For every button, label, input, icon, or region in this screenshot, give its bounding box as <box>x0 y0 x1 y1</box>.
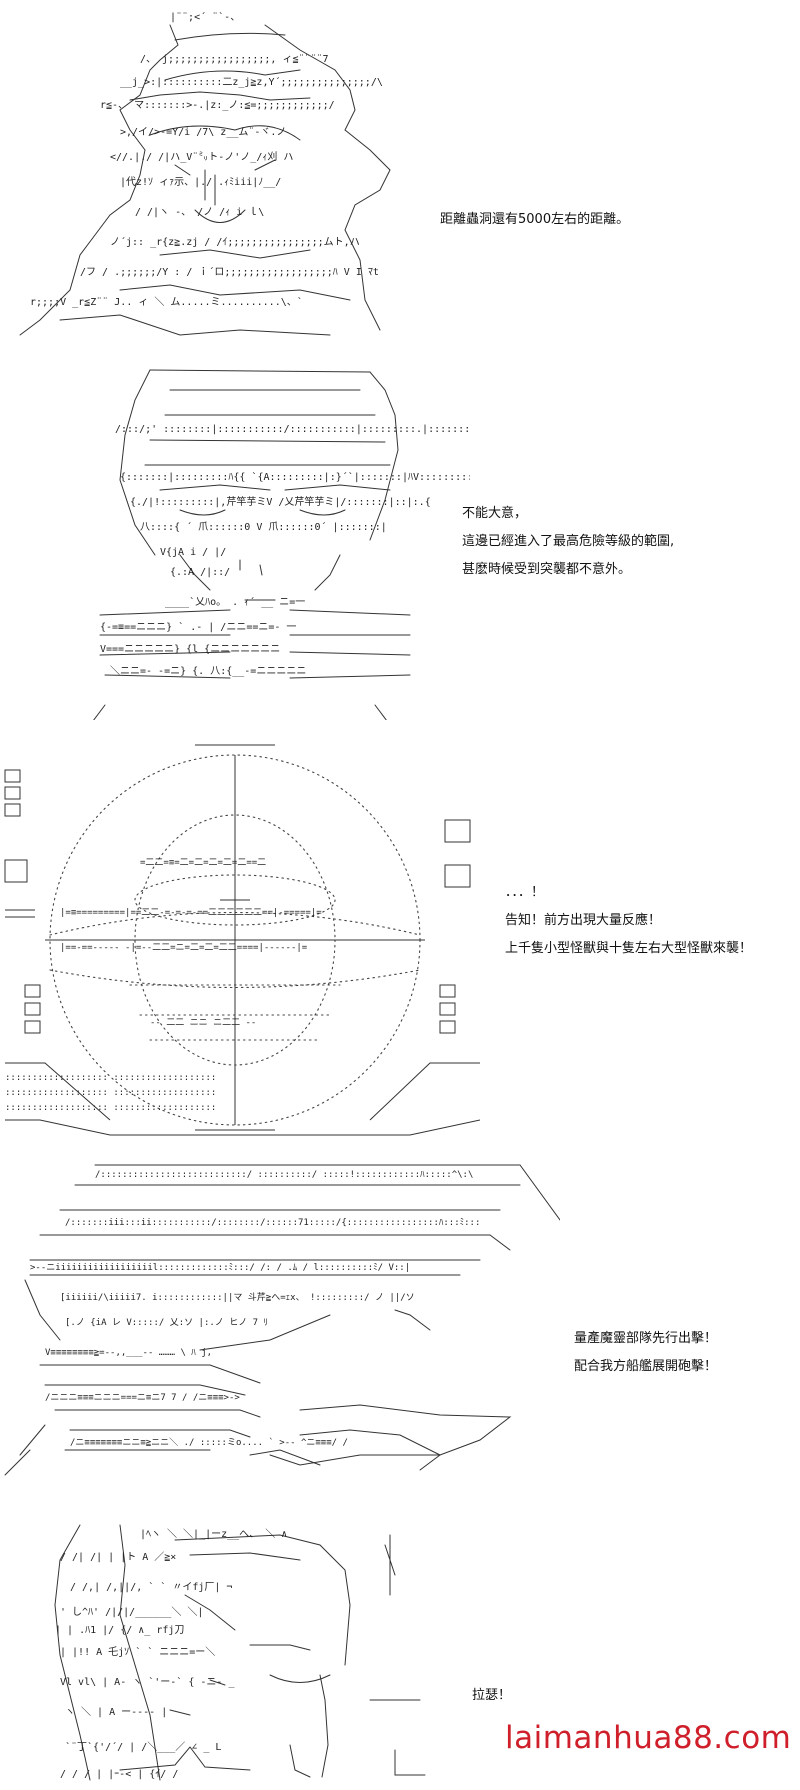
svg-text:/:::/;' ::::::::|:::::::::::: /:::/;' ::::::::|:::::::::::/:::::::::::… <box>115 424 470 435</box>
svg-text:<//.|./ /|ハ_V¨㍉ト-ノ'ノ_/ｨ刈 ハ: <//.|./ /|ハ_V¨㍉ト-ノ'ノ_/ｨ刈 ハ <box>110 150 293 163</box>
svg-text:/フ / .;;;;;;/Y : / ｉ´ロ;;;: /フ / .;;;;;;/Y : / ｉ´ロ;;;;;;;;;;;;;;;;;;… <box>80 266 379 278</box>
caption-line: 距離蟲洞還有5000左右的距離。 <box>440 212 630 227</box>
svg-text::::::::::::::::::::: ::::::::::::::::::: ::::::::::::::::::: <box>5 1088 216 1098</box>
svg-text:八::::{ ´ 爪::::::0 V 爪::::: 八::::{ ´ 爪::::::0 V 爪::::::0´ |:::::::| <box>140 521 387 533</box>
svg-text:`¨丁`{'/´/ | /＼___／ ∠: `¨丁`{'/´/ | /＼___／ ∠ _ L <box>65 1741 221 1753</box>
caption-3: ．．．！ 告知！前方出現大量反應！ 上千隻小型怪獸與十隻左右大型怪獸來襲！ <box>505 879 752 963</box>
caption-line: 上千隻小型怪獸與十隻左右大型怪獸來襲！ <box>505 941 753 956</box>
svg-text:| |!! A 乇jｿ ` ` ニニニ=ー＼: | |!! A 乇jｿ ` ` ニニニ=ー＼ <box>60 1645 215 1658</box>
svg-text:|代z!ｿ ィｧ示、|./ .ｨﾐiii|ﾉ__/: |代z!ｿ ィｧ示、|./ .ｨﾐiii|ﾉ__/ <box>120 176 281 188</box>
svg-text:ヽ ＼ | A ー---- |: ヽ ＼ | A ー---- | <box>65 1706 167 1718</box>
panel-2: /:::/;' ::::::::|:::::::::::/:::::::::::… <box>0 360 800 720</box>
svg-text:{:::::::|:::::::::ﾊ{{ `{A::::: {:::::::|:::::::::ﾊ{{ `{A:::::::::|:}´`|… <box>120 471 470 483</box>
caption-2: 不能大意， 這邊已經進入了最高危險等級的範圍, 甚麽時候受到突襲都不意外。 <box>462 500 674 584</box>
svg-text:V{jA i /: V{jA i / |/ <box>160 547 226 558</box>
svg-text:/ / / | |ｰ-< | {ｲ/ /: / / / | |ｰ-< | {ｲ/ / <box>60 1769 178 1780</box>
svg-text:|¨¨;<´ ¨`-、: |¨¨;<´ ¨`-、 <box>170 11 240 23</box>
panel-5: |ﾍヽ ＼ ＼|_|ーz__へ、 ＼ ∧ / /| /| | |ト A ／≧× … <box>0 1515 800 1790</box>
ascii-art-character-3: |ﾍヽ ＼ ＼|_|ーz__へ、 ＼ ∧ / /| /| | |ト A ／≧× … <box>54 1524 426 1781</box>
svg-text:Vl vl\ | A- ヽ `'ー-`: Vl vl\ | A- ヽ `'ー-` { -ニ- _ <box>60 1676 235 1688</box>
svg-text:[iiiiii/\iiiii7. i::::::::::::: [iiiiii/\iiiii7. i::::::::::::||マ 斗芹≧へ=ｪ… <box>60 1292 415 1303</box>
svg-text:/ /|ヽ -、 /ノ /ｨ i ｌ\: / /|ヽ -、 /ノ /ｨ i ｌ\ <box>135 206 264 218</box>
caption-line: ．．．！ <box>505 885 545 900</box>
svg-text:>--ニiiiiiiiiiiiiiiiiiil:::::::: >--ニiiiiiiiiiiiiiiiiiil:::::::::::::ﾐ:::… <box>30 1263 410 1273</box>
caption-line: 告知！前方出現大量反應！ <box>505 913 662 928</box>
svg-text:=二二=≡=二=二=二=二=二==二: =二二=≡=二=二=二=二=二==二 <box>140 858 266 868</box>
caption-line: 不能大意， <box>462 506 528 521</box>
svg-text:/:::::::iii:::ii:::::::::::/::: /:::::::iii:::ii:::::::::::/::::::::/:::… <box>65 1218 480 1228</box>
svg-text:/ニニニ≡≡≡ニニニ===ニ≡ニ7 7 / /ニ≡: /ニニニ≡≡≡ニニニ===ニ≡ニ7 7 / /ニ≡≡≡>-> <box>45 1393 240 1403</box>
watermark-text: laimanhua88.com <box>505 1720 792 1756</box>
svg-text:[.ノ {iA レ V:::::/ 乂:ソ: [.ノ {iA レ V:::::/ 乂:ソ |:.ノ ヒノ 7 ﾘ <box>65 1317 268 1328</box>
panel-4: /:::::::::::::::::::::::::::/ ::::::::::… <box>0 1155 800 1485</box>
svg-text:/ニ≡≡≡≡≡≡≡ニニ≡≧ニニ＼ ./ :::::ミo...: /ニ≡≡≡≡≡≡≡ニニ≡≧ニニ＼ ./ :::::ミo.... ` >-- ^ニ… <box>70 1437 348 1448</box>
svg-text:/ /,| /,||/, ` ` 〃イfj厂| ¬: / /,| /,||/, ` ` 〃イfj厂| ¬ <box>70 1581 232 1593</box>
caption-line: 拉瑟！ <box>472 1688 512 1703</box>
svg-text:|ﾍヽ ＼ ＼|_|ーz__へ、 ＼ ∧: |ﾍヽ ＼ ＼|_|ーz__へ、 ＼ ∧ <box>140 1528 287 1540</box>
caption-line: 配合我方船艦展開砲擊！ <box>574 1359 718 1374</box>
panel-3: =二二=≡=二=二=二=二=二==二 |=≡=========|==二二-=-=… <box>0 725 800 1145</box>
svg-text:__j_>:|::::::::::二z_j≧z,Y´;;;;: __j_>:|::::::::::二z_j≧z,Y´;;;;;;;;;;;;;;… <box>120 76 383 88</box>
svg-text:V≡≡≡≡≡≡≡≡≧=--,,___-- ……… \ ﾊ: V≡≡≡≡≡≡≡≡≧=--,,___-- ……… \ ﾊ j, <box>45 1348 212 1358</box>
ascii-art-character-2: /:::/;' ::::::::|:::::::::::/:::::::::::… <box>93 369 470 720</box>
caption-1: 距離蟲洞還有5000左右的距離。 <box>440 206 629 234</box>
caption-line: 這邊已經進入了最高危險等級的範圍, <box>462 534 675 549</box>
svg-text:r;;;;V _r≦Z¨¨ J.. ィ ＼: r;;;;V _r≦Z¨¨ J.. ィ ＼ ム.....ミ..........\… <box>30 296 303 308</box>
svg-text:' し^ﾊ' /|/|/______＼ ＼|: ' し^ﾊ' /|/|/______＼ ＼| <box>60 1606 203 1618</box>
svg-text:r≦-、 マ:::::::>-.|z:_ノ:≦=;;;;;;: r≦-、 マ:::::::>-.|z:_ノ:≦=;;;;;;;;;;;;/ <box>100 100 335 111</box>
radar-scope: =二二=≡=二=二=二=二=二==二 |=≡=========|==二二-=-=… <box>4 744 480 1136</box>
caption-line: 甚麽時候受到突襲都不意外。 <box>462 562 632 577</box>
svg-text:>,/イ/>-=Y/i /7\ z__ム¨-ヾ.ノ: >,/イ/>-=Y/i /7\ z__ム¨-ヾ.ノ <box>120 126 286 138</box>
svg-text:{.:A /|::: {.:A /|::/ <box>170 567 230 578</box>
svg-text:/ /| /| | |ト A ／≧×: / /| /| | |ト A ／≧× <box>60 1551 176 1563</box>
svg-text:＼ニニ=- -=ニ} {. 八:{__-=ニニニニニ: ＼ニニ=- -=ニ} {. 八:{__-=ニニニニニ <box>110 665 306 677</box>
svg-text:{-=≡==ニニニ} ` .- | /ニニ==ニ: {-=≡==ニニニ} ` .- | /ニニ==ニ=- 一 <box>100 621 296 633</box>
caption-line: 量產魔靈部隊先行出擊！ <box>574 1331 718 1346</box>
panel-1: |¨¨;<´ ¨`-、 /、 j;;;;;;;;;;;;;;;;;, ィ≦¨¨¨… <box>0 0 800 350</box>
svg-text:____`乂ﾊo。 . ｨ´ __ ニ=一: ____`乂ﾊo。 . ｨ´ __ ニ=一 <box>165 596 305 608</box>
svg-text::::::::::::::::::::: ::::::::::::::::::: ::::::::::::::::::: <box>5 1073 216 1083</box>
svg-text:V===ニニニニニ} {l {ニニニニニニニ: V===ニニニニニ} {l {ニニニニニニニ <box>100 644 280 655</box>
caption-4: 量產魔靈部隊先行出擊！ 配合我方船艦展開砲擊！ <box>574 1325 717 1381</box>
ascii-art-fleet: /:::::::::::::::::::::::::::/ ::::::::::… <box>4 1164 560 1476</box>
svg-text:/:::::::::::::::::::::::::::/: /:::::::::::::::::::::::::::/ ::::::::::… <box>95 1170 473 1180</box>
svg-text:| | .ﾊ1 |/ {/ ∧_ rfj刀: | | .ﾊ1 |/ {/ ∧_ rfj刀 <box>55 1625 184 1636</box>
svg-text:-- 二二 ニニ ニ二二 --: -- 二二 ニニ ニ二二 -- <box>150 1018 256 1028</box>
ascii-art-character-1: |¨¨;<´ ¨`-、 /、 j;;;;;;;;;;;;;;;;;, ィ≦¨¨¨… <box>19 11 391 336</box>
svg-text:ノ´j:: _r{z≧.zj / /ｲ;;;;;: ノ´j:: _r{z≧.zj / /ｲ;;;;;;;;;;;;;;;;ムト,ハ <box>110 236 360 248</box>
caption-5: 拉瑟！ <box>472 1682 511 1710</box>
svg-text:|=≡=========|==二二-=-=-=-==二二二二: |=≡=========|==二二-=-=-=-==二二二二二二==|-====… <box>60 908 322 918</box>
svg-text::::::::::::::::::::: ::::::::::::::::::: ::::::::::::::::::: <box>5 1103 216 1113</box>
svg-text:/、 j;;;;;;;;;;;;;;;;;, ィ≦¨¨¨¨: /、 j;;;;;;;;;;;;;;;;;, ィ≦¨¨¨¨7 <box>140 54 329 65</box>
svg-text:|==-==----- -|=--二二=ニ=二=二=二二==: |==-==----- -|=--二二=ニ=二=二=二二====|------|… <box>60 943 308 953</box>
svg-text:{./|!:::::::::|,芹竿芋ミV /乂芹竿芋ミ|/: {./|!:::::::::|,芹竿芋ミV /乂芹竿芋ミ|/:::::::|::… <box>130 495 431 508</box>
